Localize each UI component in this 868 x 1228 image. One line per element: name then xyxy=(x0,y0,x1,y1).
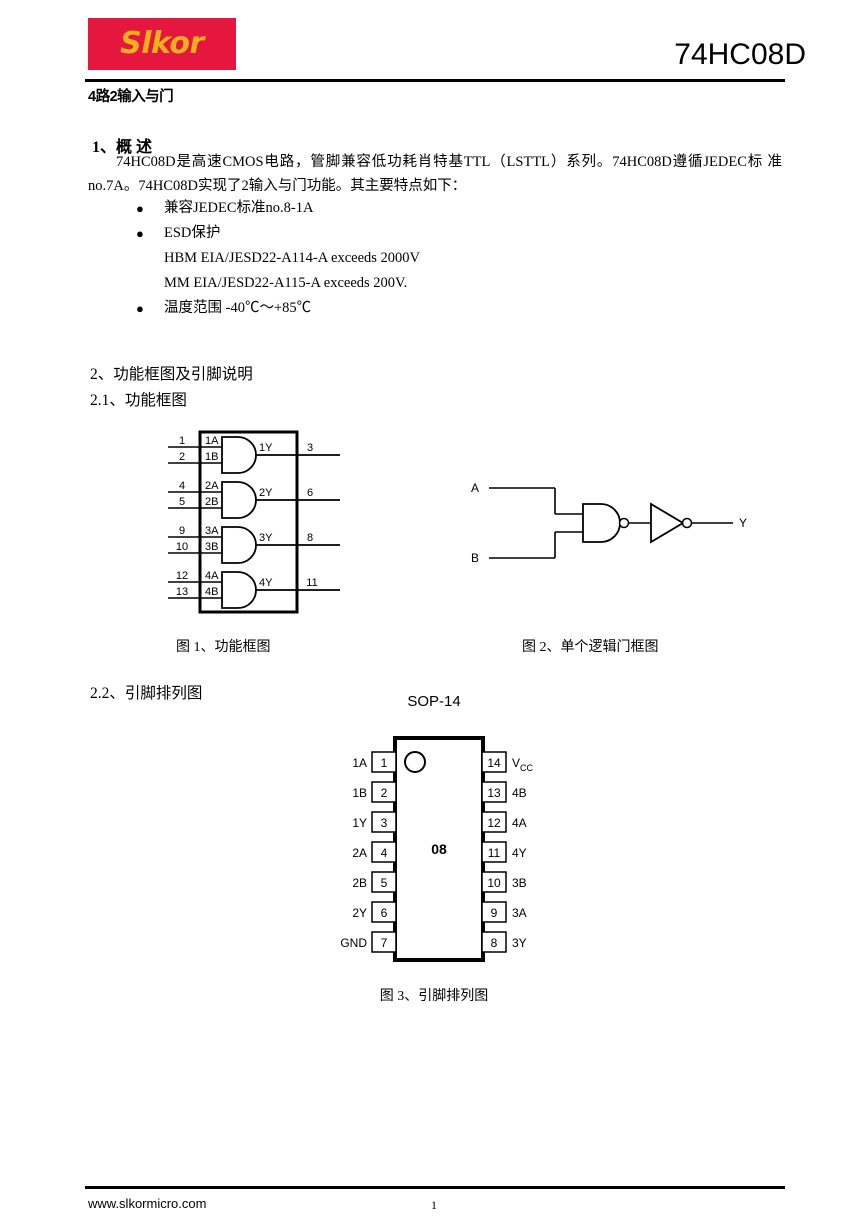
vcc-base: V xyxy=(512,756,520,770)
pin-number: 9 xyxy=(491,906,498,920)
pin-number: 6 xyxy=(381,906,388,920)
logo-text: Slkor xyxy=(120,26,204,61)
bullet-icon: ● xyxy=(136,201,144,216)
part-number-title: 74HC08D xyxy=(674,38,806,71)
pin-number: 13 xyxy=(487,786,501,800)
gate-input-b-label: B xyxy=(471,551,479,565)
header-divider xyxy=(85,79,785,82)
feature-list: ● 兼容JEDEC标准no.8-1A ● ESD保护 HBM EIA/JESD2… xyxy=(132,196,732,321)
block-pin-number: 1 xyxy=(179,435,185,447)
block-pin-number: 12 xyxy=(176,570,188,582)
section-banner: 4路2输入与门 xyxy=(88,89,174,105)
block-input-label: 2B xyxy=(205,496,218,508)
pin-label: 1A xyxy=(352,756,367,770)
bullet-icon: ● xyxy=(136,226,144,241)
pin-number: 8 xyxy=(491,936,498,950)
pin-label: 4A xyxy=(512,816,527,830)
list-item-label: ESD保护 xyxy=(164,225,221,241)
pin-label: 4B xyxy=(512,786,527,800)
block-pin-number: 5 xyxy=(179,496,185,508)
pin-number: 10 xyxy=(487,876,501,890)
pin-number: 7 xyxy=(381,936,388,950)
block-output-label: 1Y xyxy=(259,442,273,454)
figure-pin-arrangement: 08 1 2 3 4 5 6 7 1A xyxy=(330,720,570,970)
pin-number: 11 xyxy=(488,846,501,860)
footer-divider xyxy=(85,1186,785,1189)
overview-paragraph-line-1: 74HC08D是高速CMOS电路，管脚兼容低功耗肖特基TTL（LSTTL）系列。… xyxy=(116,154,764,170)
list-item: ● 兼容JEDEC标准no.8-1A xyxy=(132,196,732,221)
list-item-label: 兼容JEDEC标准no.8-1A xyxy=(164,200,314,216)
footer-url[interactable]: www.slkormicro.com xyxy=(88,1196,207,1211)
block-input-label: 4B xyxy=(205,586,218,598)
block-output-label: 4Y xyxy=(259,577,273,589)
functional-heading: 2、功能框图及引脚说明 xyxy=(90,366,253,383)
list-item: ● 温度范围 -40℃～+85℃ xyxy=(132,296,732,321)
overview-paragraph-line-2: 准no.7A。74HC08D实现了2输入与门功能。其主要特点如下： xyxy=(88,154,783,194)
block-pin-number: 2 xyxy=(179,451,185,463)
block-pin-number: 13 xyxy=(176,586,188,598)
vcc-subscript: CC xyxy=(520,763,533,773)
block-pin-number: 8 xyxy=(307,532,313,544)
pin-label: GND xyxy=(340,936,367,950)
pin-label: 3Y xyxy=(512,936,527,950)
esd-mm-line: MM EIA/JESD22-A115-A exceeds 200V. xyxy=(164,275,408,291)
caption-figure-1: 图 1、功能框图 xyxy=(176,640,271,655)
pin-number: 1 xyxy=(381,756,388,770)
figure-functional-block-diagram: 1 2 4 5 9 10 12 13 1A 1B 2A 2B 3A 3B 4A … xyxy=(160,425,370,625)
gate-input-a-label: A xyxy=(471,481,479,495)
esd-hbm-line: HBM EIA/JESD22-A114-A exceeds 2000V xyxy=(164,250,421,266)
pin-label: 2Y xyxy=(352,906,367,920)
block-output-label: 3Y xyxy=(259,532,273,544)
block-output-label: 2Y xyxy=(259,487,273,499)
block-input-label: 3B xyxy=(205,541,218,553)
list-item: ● ESD保护 xyxy=(132,221,732,246)
pin-number: 14 xyxy=(487,756,501,770)
block-pin-number: 10 xyxy=(176,541,188,553)
block-pin-number: 3 xyxy=(307,442,313,454)
slkor-logo: Slkor xyxy=(88,18,236,70)
overview-heading: 1、概 述 xyxy=(92,139,153,156)
pin-label: 1B xyxy=(352,786,367,800)
gate-output-label: Y xyxy=(739,516,747,530)
block-input-label: 4A xyxy=(205,570,219,582)
figure-single-logic-gate: A B Y xyxy=(455,470,765,575)
block-input-label: 3A xyxy=(205,525,219,537)
pin-number: 2 xyxy=(381,786,388,800)
block-pin-number: 9 xyxy=(179,525,185,537)
package-marking: 08 xyxy=(431,841,447,857)
pin-number: 12 xyxy=(487,816,501,830)
functional-subheading-1: 2.1、功能框图 xyxy=(90,392,187,409)
caption-figure-3: 图 3、引脚排列图 xyxy=(379,989,489,1004)
block-pin-number: 6 xyxy=(307,487,313,499)
block-input-label: 1A xyxy=(205,435,219,447)
pin-label-vcc: VCC xyxy=(512,756,534,773)
pin-label: 1Y xyxy=(352,816,367,830)
functional-subheading-2: 2.2、引脚排列图 xyxy=(90,685,203,702)
block-input-label: 1B xyxy=(205,451,218,463)
bullet-icon: ● xyxy=(136,301,144,316)
footer-page-number: 1 xyxy=(431,1198,437,1212)
overview-paragraph: 74HC08D是高速CMOS电路，管脚兼容低功耗肖特基TTL（LSTTL）系列。… xyxy=(88,150,782,198)
block-pin-number: 4 xyxy=(179,480,185,492)
pin-number: 4 xyxy=(381,846,388,860)
list-item-label: 温度范围 -40℃～+85℃ xyxy=(164,300,312,316)
package-name: SOP-14 xyxy=(407,693,461,710)
pin-number: 3 xyxy=(381,816,388,830)
pin-label: 3A xyxy=(512,906,527,920)
pin-label: 2B xyxy=(352,876,367,890)
pin-label: 2A xyxy=(352,846,367,860)
caption-figure-2: 图 2、单个逻辑门框图 xyxy=(522,640,659,655)
block-input-label: 2A xyxy=(205,480,219,492)
block-pin-number: 11 xyxy=(306,577,317,589)
pin-label: 4Y xyxy=(512,846,527,860)
pin-number: 5 xyxy=(381,876,388,890)
pin-label: 3B xyxy=(512,876,527,890)
